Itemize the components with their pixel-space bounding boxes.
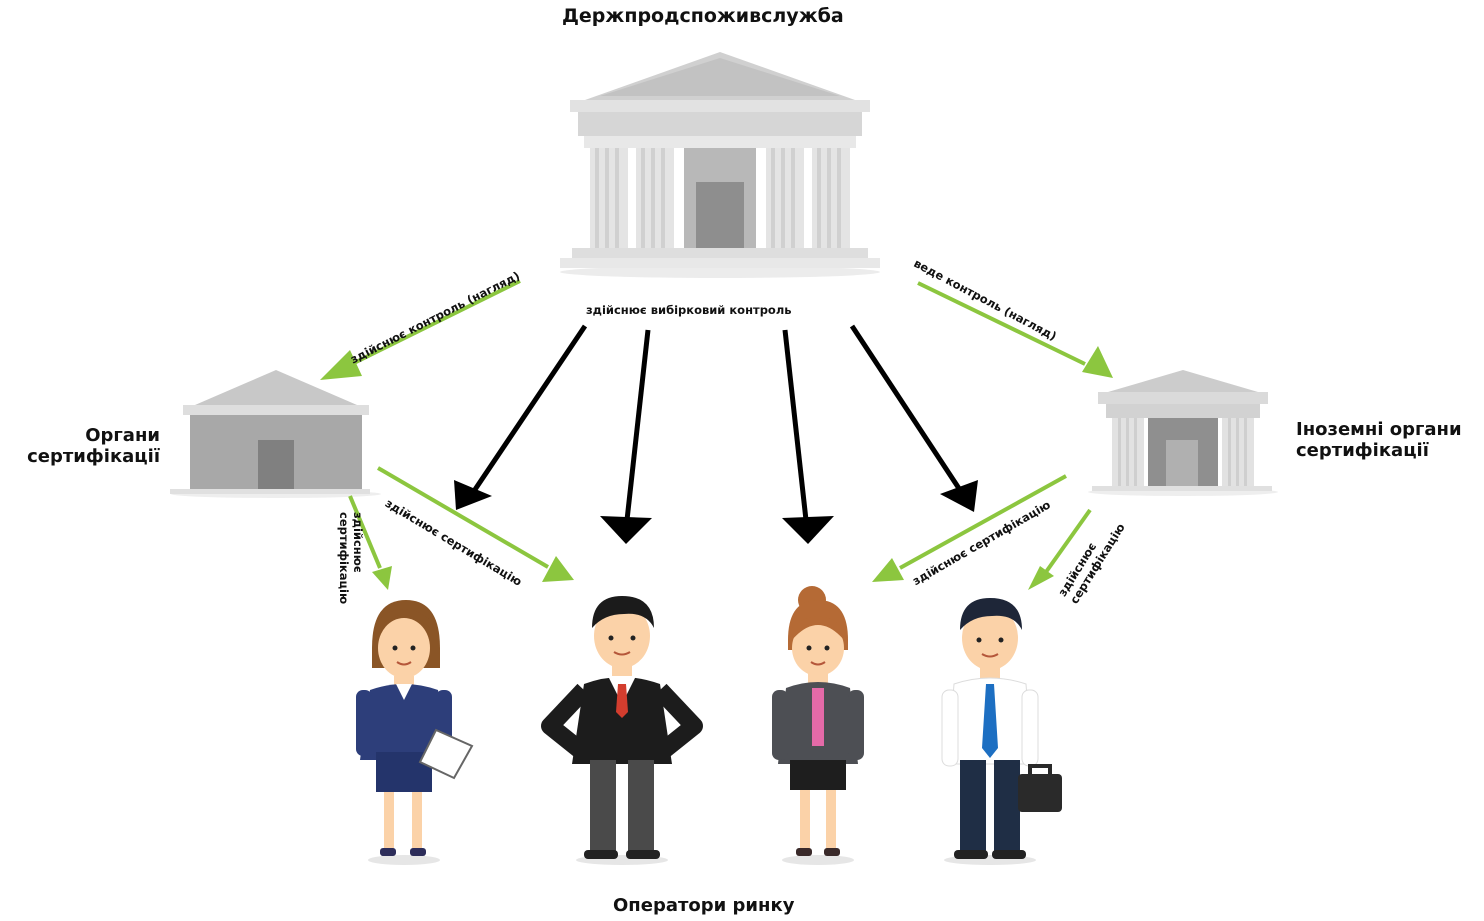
edge-selective-control-label: здійснює вибірковий контроль bbox=[586, 303, 792, 317]
businessman-suit-icon bbox=[541, 596, 703, 865]
arrow-control-domestic bbox=[351, 279, 521, 366]
businesswoman-clipboard-icon bbox=[356, 600, 474, 865]
black-arrowheads bbox=[454, 480, 978, 544]
building-small-icon bbox=[170, 370, 381, 498]
arrow-selective-4 bbox=[849, 324, 963, 492]
green-arrows bbox=[348, 279, 1092, 574]
building-columns-large-icon bbox=[560, 52, 880, 278]
businessman-briefcase-icon bbox=[941, 598, 1062, 865]
edge-cert-domestic-line1: здійснює bbox=[351, 512, 365, 573]
node-domestic-line2: сертифікації bbox=[27, 445, 160, 467]
arrow-cert-foreign-diag bbox=[899, 474, 1067, 570]
node-authority-label: Держпродспоживслужба bbox=[562, 5, 844, 27]
node-domestic-label: Органи сертифікації bbox=[10, 425, 160, 467]
edge-cert-domestic-line2: сертифікацію bbox=[337, 512, 352, 605]
building-columns-small-icon bbox=[1088, 370, 1278, 496]
edge-cert-domestic-vertical-label: здійснює сертифікацію bbox=[336, 512, 365, 605]
arrow-selective-2 bbox=[624, 329, 651, 521]
arrow-selective-1 bbox=[469, 324, 588, 496]
arrow-selective-3 bbox=[782, 329, 809, 521]
node-foreign-line2: сертифікації bbox=[1296, 439, 1429, 461]
green-arrowheads bbox=[320, 346, 1113, 590]
node-domestic-line1: Органи bbox=[85, 425, 160, 446]
node-operators-label: Оператори ринку bbox=[613, 895, 795, 916]
arrow-control-foreign bbox=[917, 281, 1086, 366]
arrow-cert-domestic-vertical bbox=[348, 495, 382, 569]
arrow-cert-foreign-vertical bbox=[1044, 508, 1092, 574]
node-foreign-label: Іноземні органи сертифікації bbox=[1296, 419, 1462, 461]
arrow-cert-domestic-diag bbox=[376, 466, 550, 569]
black-arrows bbox=[469, 324, 963, 521]
businesswoman-ponytail-icon bbox=[772, 586, 864, 865]
node-foreign-line1: Іноземні органи bbox=[1296, 419, 1462, 440]
